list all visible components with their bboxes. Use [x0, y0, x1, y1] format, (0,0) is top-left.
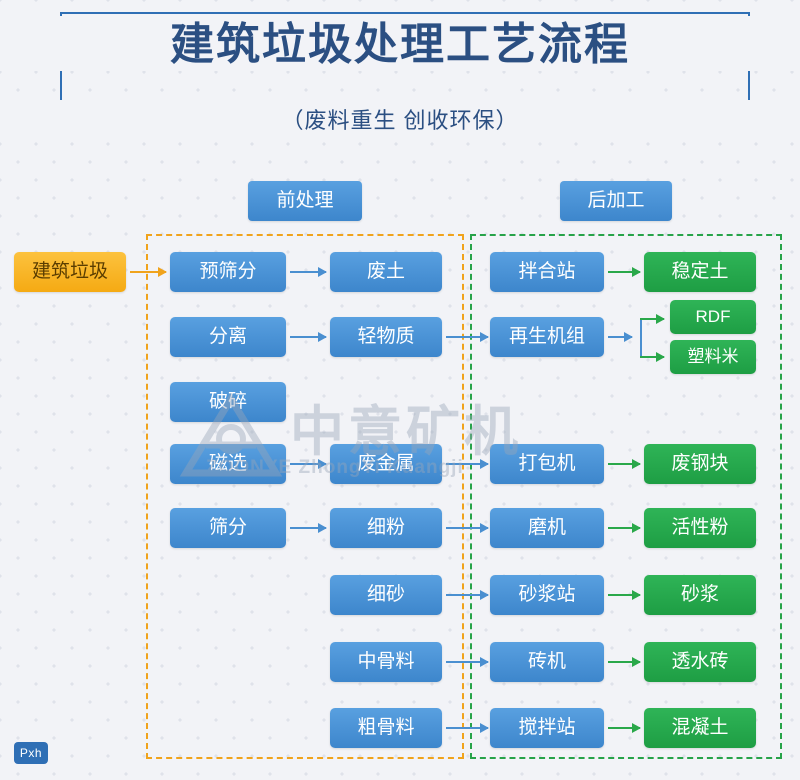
node-fine-powder[interactable]: 细粉: [330, 508, 442, 548]
node-light-material[interactable]: 轻物质: [330, 317, 442, 357]
arrow-mixingplant-to-stabilizedsoil: [608, 267, 641, 277]
branch-vertical-line: [640, 318, 642, 356]
node-fine-sand[interactable]: 细砂: [330, 575, 442, 615]
arrow-recyclingunit-branch: [608, 332, 633, 342]
node-pre-sieving[interactable]: 预筛分: [170, 252, 286, 292]
group-label-pretreatment: 前处理: [248, 181, 362, 221]
node-permeable-brick[interactable]: 透水砖: [644, 642, 756, 682]
node-baler[interactable]: 打包机: [490, 444, 604, 484]
node-mill[interactable]: 磨机: [490, 508, 604, 548]
node-medium-aggregate[interactable]: 中骨料: [330, 642, 442, 682]
arrow-branch-to-rdf: [640, 314, 665, 324]
node-mixing-plant[interactable]: 拌合站: [490, 252, 604, 292]
node-source-construction-waste[interactable]: 建筑垃圾: [14, 252, 126, 292]
arrow-screening-to-finepowder: [290, 523, 327, 533]
node-plastic-pellets[interactable]: 塑料米: [670, 340, 756, 374]
arrow-source-to-presieve: [130, 267, 167, 277]
node-screening[interactable]: 筛分: [170, 508, 286, 548]
node-waste-metal[interactable]: 废金属: [330, 444, 442, 484]
arrow-brickmachine-to-permeablebrick: [608, 657, 641, 667]
arrow-separation-to-lightmaterial: [290, 332, 327, 342]
node-concrete[interactable]: 混凝土: [644, 708, 756, 748]
group-box-postprocessing: [470, 234, 782, 759]
node-stabilized-soil[interactable]: 稳定土: [644, 252, 756, 292]
node-magnetic-separation[interactable]: 磁选: [170, 444, 286, 484]
header: 建筑垃圾处理工艺流程 （废料重生 创收环保）: [0, 0, 800, 142]
node-separation[interactable]: 分离: [170, 317, 286, 357]
arrow-coarseaggregate-to-mixingstation: [446, 723, 489, 733]
node-rdf[interactable]: RDF: [670, 300, 756, 334]
page-title: 建筑垃圾处理工艺流程: [0, 16, 800, 72]
group-label-postprocessing: 后加工: [560, 181, 672, 221]
arrow-magnetic-to-wastemetal: [290, 459, 327, 469]
arrow-finesand-to-mortarstation: [446, 590, 489, 600]
group-box-pretreatment: [146, 234, 464, 759]
arrow-finepowder-to-mill: [446, 523, 489, 533]
node-mortar-station[interactable]: 砂浆站: [490, 575, 604, 615]
arrow-mortarstation-to-mortar: [608, 590, 641, 600]
page-subtitle: （废料重生 创收环保）: [0, 100, 800, 138]
arrow-mixingstation-to-concrete: [608, 723, 641, 733]
arrow-mill-to-activepowder: [608, 523, 641, 533]
arrow-branch-to-plasticpellets: [640, 352, 665, 362]
node-crushing[interactable]: 破碎: [170, 382, 286, 422]
node-mortar[interactable]: 砂浆: [644, 575, 756, 615]
node-recycling-unit[interactable]: 再生机组: [490, 317, 604, 357]
corner-badge: Pxh: [14, 742, 48, 764]
arrow-presieve-to-wastesoil: [290, 267, 327, 277]
node-coarse-aggregate[interactable]: 粗骨料: [330, 708, 442, 748]
arrow-lightmaterial-to-recyclingunit: [446, 332, 489, 342]
node-concrete-mixing-station[interactable]: 搅拌站: [490, 708, 604, 748]
node-active-powder[interactable]: 活性粉: [644, 508, 756, 548]
arrow-mediumaggregate-to-brickmachine: [446, 657, 489, 667]
node-brick-machine[interactable]: 砖机: [490, 642, 604, 682]
node-waste-soil[interactable]: 废土: [330, 252, 442, 292]
arrow-wastemetal-to-baler: [446, 459, 489, 469]
arrow-baler-to-scrapsteel: [608, 459, 641, 469]
node-scrap-steel[interactable]: 废钢块: [644, 444, 756, 484]
